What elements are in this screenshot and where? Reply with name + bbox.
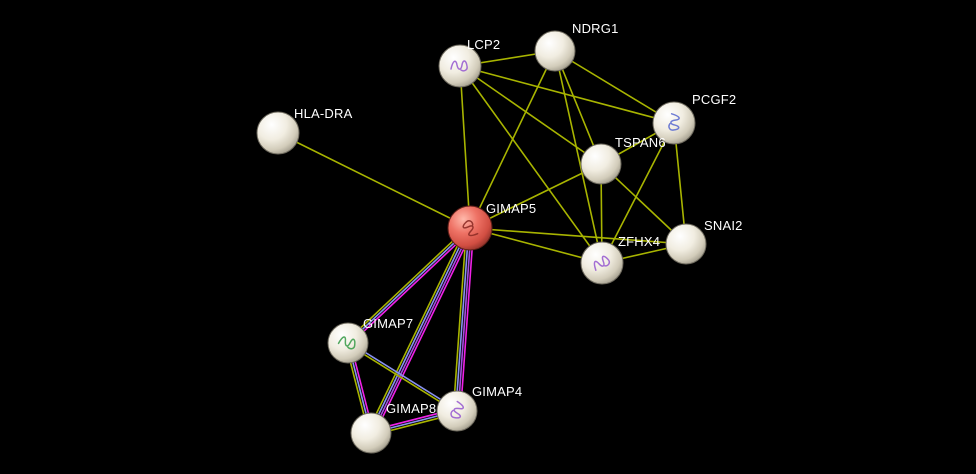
edge-GIMAP5-GIMAP4 <box>457 227 473 412</box>
edge-GIMAP5-GIMAP8 <box>369 226 470 434</box>
node-TSPAN6[interactable]: TSPAN6 <box>580 135 666 185</box>
structure-glyph-GIMAP7 <box>337 336 356 350</box>
node-GIMAP4[interactable]: GIMAP4 <box>436 384 522 432</box>
edge-NDRG1-PCGF2 <box>554 50 675 124</box>
node-label-GIMAP8: GIMAP8 <box>386 401 436 416</box>
node-GIMAP5[interactable]: GIMAP5 <box>447 201 536 251</box>
edge-GIMAP7-GIMAP4 <box>346 343 458 413</box>
node-label-LCP2: LCP2 <box>467 37 500 52</box>
edge-HLA-DRA-GIMAP5 <box>277 132 471 229</box>
edge-GIMAP5-GIMAP4 <box>452 226 468 412</box>
structure-glyph-GIMAP4 <box>450 400 465 419</box>
node-NDRG1[interactable]: NDRG1 <box>534 21 619 72</box>
node-label-NDRG1: NDRG1 <box>572 21 619 36</box>
node-label-PCGF2: PCGF2 <box>692 92 736 107</box>
edge-GIMAP5-GIMAP7 <box>347 227 471 344</box>
node-sphere-LCP2[interactable] <box>438 44 482 88</box>
node-sphere-GIMAP7[interactable] <box>327 322 369 364</box>
edge-GIMAP5-GIMAP8 <box>371 227 472 435</box>
edge-GIMAP5-GIMAP8 <box>366 225 468 433</box>
edge-LCP2-PCGF2 <box>459 65 675 124</box>
node-sphere-HLA-DRA[interactable] <box>256 111 300 155</box>
edge-GIMAP5-SNAI2 <box>469 227 687 245</box>
node-sphere-NDRG1[interactable] <box>534 30 576 72</box>
node-sphere-GIMAP8[interactable] <box>350 412 392 454</box>
node-GIMAP7[interactable]: GIMAP7 <box>327 316 413 364</box>
node-label-GIMAP4: GIMAP4 <box>472 384 522 399</box>
structure-glyph-LCP2 <box>450 60 468 72</box>
node-sphere-SNAI2[interactable] <box>665 223 707 265</box>
node-PCGF2[interactable]: PCGF2 <box>652 92 736 145</box>
node-label-ZFHX4: ZFHX4 <box>618 234 660 249</box>
edge-PCGF2-ZFHX4 <box>601 122 675 264</box>
edge-NDRG1-ZFHX4 <box>554 50 603 264</box>
node-label-GIMAP7: GIMAP7 <box>363 316 413 331</box>
edge-TSPAN6-GIMAP5 <box>469 163 602 229</box>
edge-GIMAP5-ZFHX4 <box>469 227 603 264</box>
node-ZFHX4[interactable]: ZFHX4 <box>580 234 660 285</box>
node-label-HLA-DRA: HLA-DRA <box>294 106 353 121</box>
structure-glyph-ZFHX4 <box>593 255 611 271</box>
node-label-TSPAN6: TSPAN6 <box>615 135 666 150</box>
node-GIMAP8[interactable]: GIMAP8 <box>350 401 436 454</box>
edge-LCP2-TSPAN6 <box>459 65 602 165</box>
node-sphere-TSPAN6[interactable] <box>580 143 622 185</box>
node-sphere-GIMAP5[interactable] <box>447 205 493 251</box>
edge-GIMAP5-GIMAP4 <box>459 227 475 413</box>
node-label-GIMAP5: GIMAP5 <box>486 201 536 216</box>
structure-glyph-PCGF2 <box>668 113 680 131</box>
structure-glyph-GIMAP5 <box>462 220 479 237</box>
edge-GIMAP5-GIMAP8 <box>373 228 475 436</box>
node-label-SNAI2: SNAI2 <box>704 218 743 233</box>
node-SNAI2[interactable]: SNAI2 <box>665 218 743 265</box>
node-sphere-PCGF2[interactable] <box>652 101 696 145</box>
edge-NDRG1-GIMAP5 <box>469 50 556 229</box>
edge-GIMAP5-GIMAP7 <box>348 228 473 346</box>
edge-GIMAP7-GIMAP4 <box>347 341 459 411</box>
edge-LCP2-GIMAP5 <box>459 65 471 229</box>
edge-GIMAP5-GIMAP4 <box>454 227 470 412</box>
node-sphere-GIMAP4[interactable] <box>436 390 478 432</box>
edge-GIMAP5-GIMAP7 <box>345 225 470 343</box>
node-HLA-DRA[interactable]: HLA-DRA <box>256 106 353 155</box>
edge-LCP2-ZFHX4 <box>459 65 603 264</box>
node-LCP2[interactable]: LCP2 <box>438 37 500 88</box>
node-sphere-ZFHX4[interactable] <box>580 241 624 285</box>
